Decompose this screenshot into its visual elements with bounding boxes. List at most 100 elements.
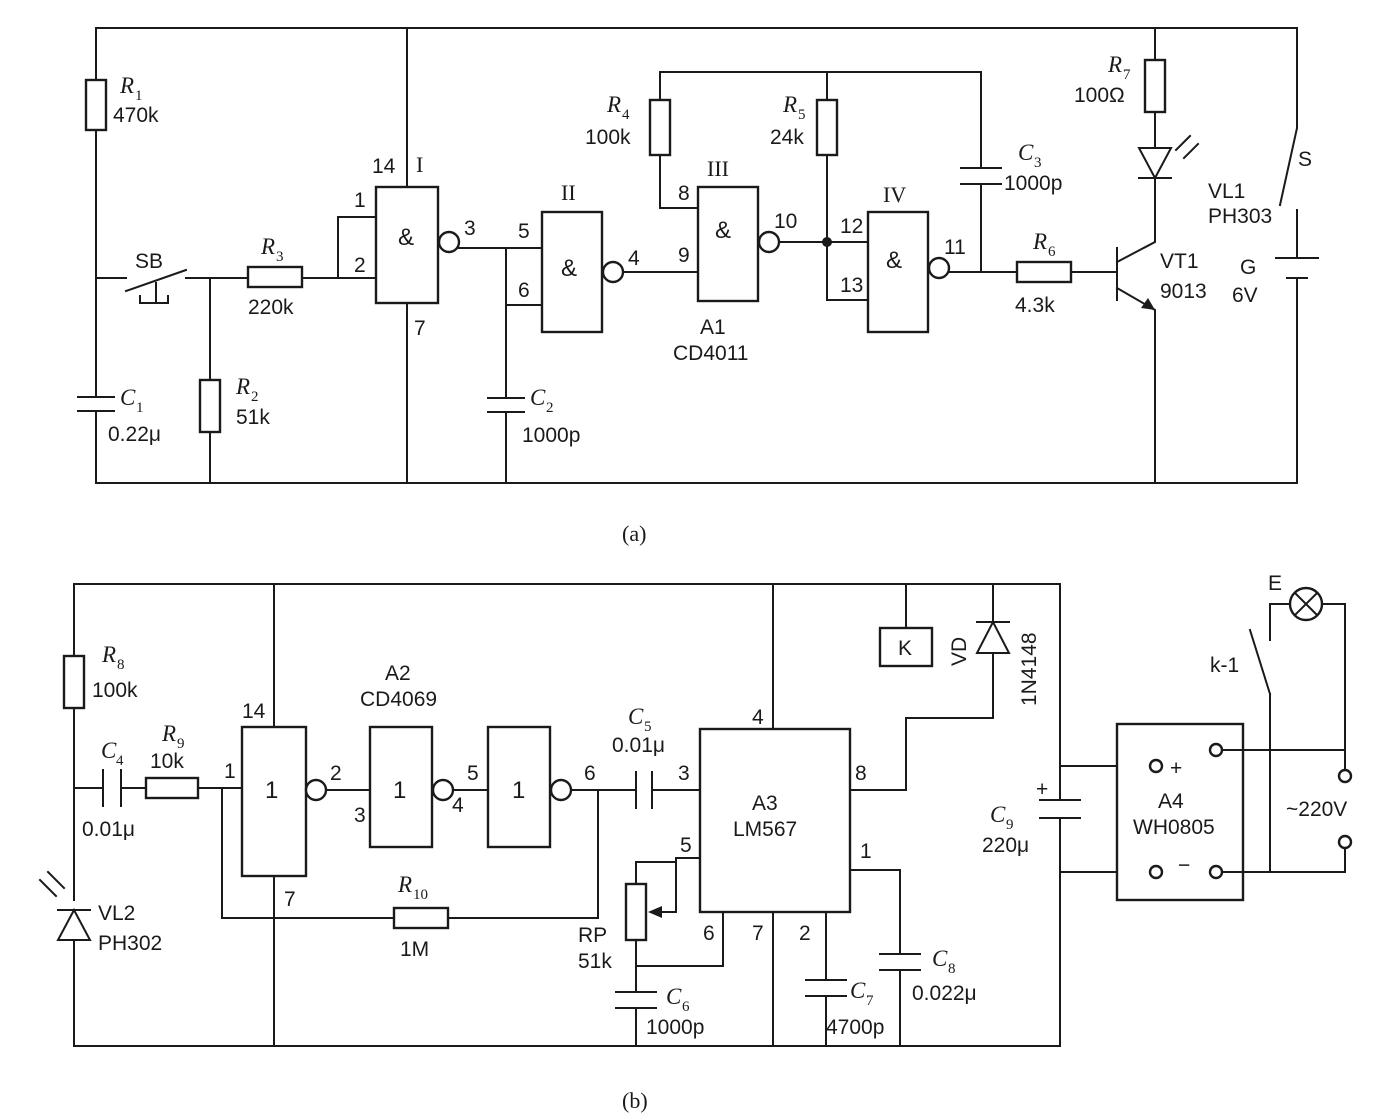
r3-resistor <box>246 265 304 289</box>
r2-resistor <box>198 378 222 434</box>
pin-11: 11 <box>944 236 966 259</box>
vd-part: 1N4148 <box>1018 632 1041 706</box>
relay-wire <box>849 583 994 791</box>
vl2-part: PH302 <box>98 932 162 955</box>
r8-letter: R <box>101 642 116 667</box>
a4-terminal-minus <box>1148 864 1164 880</box>
a3-pin-7: 7 <box>752 922 764 945</box>
pin-8: 8 <box>678 182 690 205</box>
r6-sub: 6 <box>1048 244 1056 260</box>
lamp-e-cross <box>1293 591 1319 617</box>
pin-14: 14 <box>372 155 396 178</box>
circuit-a: R 1 470k C 1 0.22μ SB R 2 51k R 3 220k &… <box>77 27 1319 546</box>
r9-value: 10k <box>150 750 184 773</box>
c3-capacitor <box>960 167 1002 185</box>
a3-body <box>698 727 852 914</box>
c3-sub: 3 <box>1034 155 1042 171</box>
c1-value: 0.22μ <box>108 423 161 446</box>
inv2-body <box>368 725 434 849</box>
inv-pin-3: 3 <box>354 804 366 827</box>
c1-sub: 1 <box>136 400 144 416</box>
r3-letter: R <box>260 234 275 259</box>
c3-value: 1000p <box>1004 172 1062 195</box>
c5-letter: C <box>628 704 644 729</box>
sb-switch <box>95 268 249 293</box>
r9-sub: 9 <box>177 736 185 752</box>
c2-value: 1000p <box>522 424 580 447</box>
k1-label: k-1 <box>1210 654 1239 677</box>
gate4-symbol: & <box>886 247 902 274</box>
r4-value: 100k <box>585 126 631 149</box>
inv2-bubble <box>431 778 455 802</box>
a4-part: WH0805 <box>1133 816 1215 839</box>
pin-9: 9 <box>678 244 690 267</box>
r5-sub: 5 <box>798 107 806 123</box>
lamp-e-label: E <box>1268 572 1282 595</box>
c9-plus: + <box>1036 778 1048 801</box>
r2-value: 51k <box>236 406 270 429</box>
r9-letter: R <box>161 721 176 746</box>
gate3-body <box>696 185 760 303</box>
c4-sub: 4 <box>116 753 124 769</box>
c5-sub: 5 <box>644 719 652 735</box>
c8-letter: C <box>932 946 948 971</box>
a3-pin-5: 5 <box>680 834 692 857</box>
c9-value: 220μ <box>982 834 1029 857</box>
inv3-symbol: 1 <box>512 777 525 804</box>
vt1-leads <box>1115 177 1156 484</box>
c7-letter: C <box>850 978 866 1003</box>
rp-value: 51k <box>578 950 612 973</box>
inv2-symbol: 1 <box>393 777 406 804</box>
vd-name: VD <box>948 637 971 666</box>
c1-letter: C <box>120 385 136 410</box>
pin-13: 13 <box>840 274 863 297</box>
c7-value: 4700p <box>826 1016 884 1039</box>
gate2-bubble <box>601 260 625 284</box>
a4-terminal-ac1 <box>1208 742 1224 758</box>
inv-pin-4: 4 <box>452 794 464 817</box>
vt1-name: VT1 <box>1160 250 1199 273</box>
r7-sub: 7 <box>1123 67 1131 83</box>
a3-pin-1: 1 <box>860 840 872 863</box>
a4-terminal-ac2 <box>1208 864 1224 880</box>
inv3-body <box>486 725 552 849</box>
c6-capacitor <box>615 965 657 1047</box>
r6-value: 4.3k <box>1015 294 1055 317</box>
pin-1: 1 <box>354 189 366 212</box>
gate4-bubble <box>927 256 951 280</box>
rp-wiper-arrow <box>648 906 662 918</box>
r6-resistor <box>1015 260 1073 284</box>
r10-sub: 10 <box>413 887 428 903</box>
inv-pin-5: 5 <box>467 762 479 785</box>
c5-value: 0.01μ <box>612 734 665 757</box>
caption-b: (b) <box>622 1088 648 1113</box>
c8-sub: 8 <box>948 961 956 977</box>
gate1-symbol: & <box>398 224 414 251</box>
rp-potentiometer <box>624 882 648 942</box>
caption-a: (a) <box>622 521 646 546</box>
a2-name: A2 <box>385 662 411 685</box>
r3-sub: 3 <box>276 249 284 265</box>
s-label: S <box>1298 148 1312 171</box>
r4-letter: R <box>606 92 621 117</box>
inv1-bubble <box>304 778 328 802</box>
r10-resistor <box>392 906 450 930</box>
c9-capacitor <box>1039 583 1081 1047</box>
r3-value: 220k <box>248 296 294 319</box>
gate3-bubble <box>757 230 781 254</box>
pin-3: 3 <box>464 217 476 240</box>
gate3-symbol: & <box>715 217 731 244</box>
r5-letter: R <box>782 92 797 117</box>
c2-sub: 2 <box>546 400 554 416</box>
inv-pin-7: 7 <box>284 888 296 911</box>
pin-2: 2 <box>354 254 366 277</box>
pin-4: 4 <box>628 247 640 270</box>
inv-pin-14: 14 <box>242 700 266 723</box>
r1-value: 470k <box>113 104 159 127</box>
c9-letter: C <box>990 802 1006 827</box>
c8-value: 0.022μ <box>912 982 977 1005</box>
vl1-light-rays-icon <box>1174 134 1200 160</box>
c6-sub: 6 <box>682 999 690 1015</box>
pin-6: 6 <box>518 279 530 302</box>
